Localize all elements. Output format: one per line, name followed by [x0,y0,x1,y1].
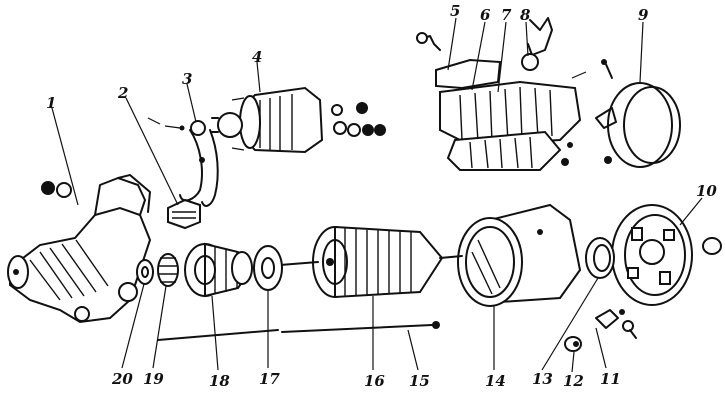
callout-19: 19 [143,370,164,388]
shift-fork-lever [147,117,219,207]
callout-6: 6 [480,6,491,24]
leader-lines [51,17,703,373]
brush-terminal [564,336,582,352]
cover-band [595,59,681,168]
stop-ring [136,259,154,285]
armature [279,225,463,299]
drive-pinion-clutch [184,242,254,298]
callout-9: 9 [638,6,649,24]
callout-10: 10 [696,182,717,200]
callout-2: 2 [117,84,128,102]
thrust-washer [585,237,615,279]
callout-labels: 1 2 3 4 5 6 7 8 9 10 11 12 13 14 15 16 1… [46,2,717,390]
guide-block [167,198,201,230]
callout-11: 11 [600,370,621,388]
callout-7: 7 [501,6,512,24]
intermediate-washer [253,245,283,291]
callout-8: 8 [520,6,531,24]
solenoid [211,86,386,154]
callout-14: 14 [485,372,506,390]
pinion-gear [157,253,179,287]
callout-3: 3 [182,70,192,88]
callout-16: 16 [364,372,385,390]
callout-17: 17 [259,370,280,388]
callout-1: 1 [46,94,56,112]
callout-15: 15 [409,372,430,390]
brush-spring [595,309,637,339]
callout-18: 18 [209,372,230,390]
through-bolt [157,321,440,341]
callout-20: 20 [111,370,133,388]
field-coil-assembly [416,17,587,171]
drive-end-housing [7,174,152,324]
callout-13: 13 [532,370,553,388]
callout-12: 12 [563,372,584,390]
commutator-end-cover [611,204,722,306]
callout-4: 4 [252,48,262,66]
nut-washer-pair [41,181,72,198]
callout-5: 5 [450,2,460,20]
yoke-housing [457,203,582,307]
